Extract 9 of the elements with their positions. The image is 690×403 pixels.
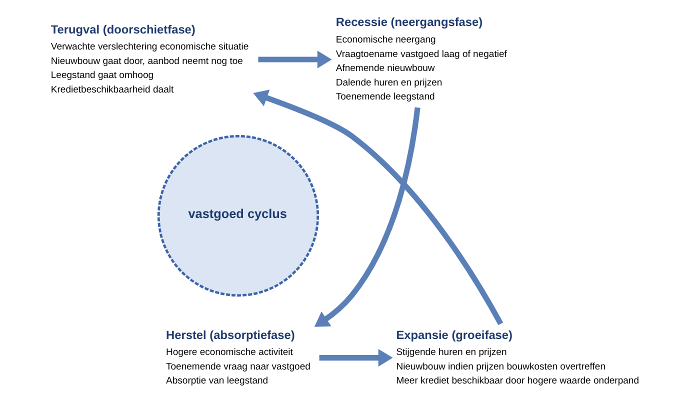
arrow [314,107,420,327]
node-text: Recessie (neergangsfase) Economische neergang Vraagtoename vastgoed laag of negatief Afnemende nieuwbouw Dalende huren en prijzen Toenemende leegstand [336,15,507,103]
node-text: Herstel (absorptiefase) Hogere economische activiteit Toenemende vraag naar vastgoed Absorptie van leegstand [166,328,310,387]
arrow [258,50,332,68]
arrow [319,348,393,367]
node-circle: vastgoed cyclus [157,134,320,297]
node-text: Terugval (doorschietfase) Verwachte verslechtering economische situatie Nieuwbouw gaat door, aanbod neemt nog toe Leegstand gaat omhoog Kredietbeschikbaarheid daalt [50,22,249,96]
arrow [253,90,504,326]
node-text: Expansie (groeifase) Stijgende huren en prijzen Nieuwbouw indien prijzen bouwkosten overtreffen Meer krediet beschikbaar door hogere waarde onderpand [396,328,640,387]
